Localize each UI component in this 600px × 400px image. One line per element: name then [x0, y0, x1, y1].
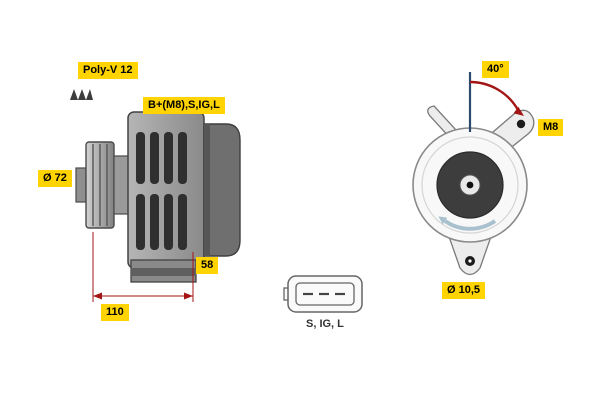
shaft-center-dot — [466, 181, 474, 189]
m8-hole — [516, 119, 526, 129]
angle-40-label: 40° — [482, 61, 509, 78]
dim-arrow-right — [184, 292, 193, 300]
rotation-arrow-head — [438, 216, 448, 225]
pulley-diameter-label: Ø 72 — [38, 170, 72, 187]
m8-label: M8 — [538, 119, 564, 136]
pulley-hub — [75, 167, 87, 203]
dimension-width — [92, 232, 194, 302]
hole-diameter-label: Ø 10,5 — [442, 282, 486, 299]
mounting-foot-band — [131, 268, 196, 276]
connector — [283, 275, 363, 313]
poly-v-label: Poly-V 12 — [78, 62, 138, 79]
vent-slots-upper — [136, 132, 187, 184]
rotation-arrow — [443, 219, 497, 231]
angle-arc-arrow-head — [513, 106, 524, 116]
side-view — [70, 89, 241, 302]
dim-110-label: 110 — [101, 304, 129, 321]
rear-housing-edge — [204, 124, 210, 256]
front-body-inner-ring — [421, 136, 519, 234]
front-view — [412, 72, 535, 276]
terminals-label: B+(M8),S,IG,L — [143, 97, 225, 114]
dim-arrow-left — [93, 292, 102, 300]
connector-inner — [295, 282, 355, 306]
dim-58-label: 58 — [196, 257, 219, 274]
vent-slots-lower — [136, 194, 187, 250]
connector-pins-label: S, IG, L — [306, 318, 344, 330]
angle-arc-arrow — [469, 80, 520, 111]
poly-v-rib-icon — [70, 89, 93, 100]
rear-housing — [203, 123, 241, 257]
bottom-hole-center — [468, 259, 472, 263]
